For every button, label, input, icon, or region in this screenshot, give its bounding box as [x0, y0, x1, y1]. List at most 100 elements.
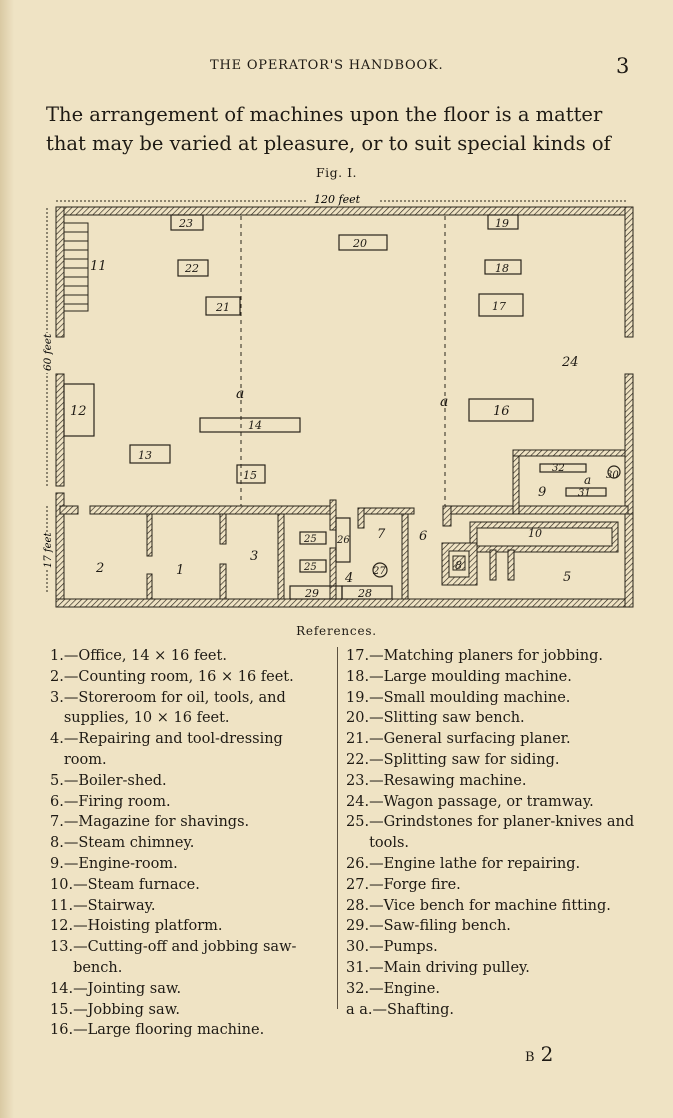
- plan-number: 29: [304, 587, 319, 600]
- references-left-column: 1.—Office, 14 × 16 feet.2.—Counting room…: [50, 646, 326, 1041]
- reference-text: —Engine-room.: [63, 855, 178, 872]
- reference-text: —Splitting saw for siding.: [369, 751, 560, 768]
- reference-item: 24.—Wagon passage, or tramway.: [346, 792, 636, 813]
- reference-number: 18.: [346, 668, 370, 685]
- reference-item: 21.—General surfacing planer.: [346, 729, 636, 750]
- reference-item: 8.—Steam chimney.: [50, 833, 326, 854]
- reference-item: 4.—Repairing and tool-dressing room.: [50, 729, 326, 771]
- shafting-label: a: [236, 386, 244, 402]
- running-head: THE OPERATOR'S HANDBOOK. 3: [0, 54, 673, 78]
- plan-number: 15: [243, 469, 257, 482]
- reference-number: 29.: [346, 918, 370, 935]
- reference-item: 25.—Grindstones for planer-knives and to…: [346, 812, 636, 854]
- stairway: [63, 222, 89, 312]
- figure-caption: Fig. I.: [315, 165, 358, 180]
- shafting-label: a: [440, 394, 448, 410]
- reference-item: 23.—Resawing machine.: [346, 771, 636, 792]
- reference-number: 21.: [346, 731, 370, 748]
- plan-number: 4: [344, 571, 353, 586]
- intro-line: The arrangement of machines upon the flo…: [46, 103, 603, 126]
- reference-text: —Main driving pulley.: [369, 959, 530, 976]
- reference-item: 6.—Firing room.: [50, 792, 326, 813]
- plan-number: 8: [455, 559, 462, 572]
- reference-number: 26.: [346, 855, 370, 872]
- intro-paragraph: The arrangement of machines upon the flo…: [46, 100, 638, 158]
- reference-number: 16.: [50, 1022, 74, 1039]
- reference-item: 26.—Engine lathe for repairing.: [346, 854, 636, 875]
- reference-text: —General surfacing planer.: [369, 731, 571, 748]
- reference-number: 20.: [346, 710, 370, 727]
- plan-number: 6: [419, 529, 427, 544]
- column-divider: [337, 647, 338, 1009]
- pumps-mark: [607, 465, 621, 479]
- reference-item: 32.—Engine.: [346, 979, 636, 1000]
- plan-number: 13: [138, 449, 152, 462]
- reference-item: 20.—Slitting saw bench.: [346, 708, 636, 729]
- reference-text: —Small moulding machine.: [369, 689, 571, 706]
- reference-text: —Matching planers for jobbing.: [369, 648, 603, 664]
- reference-number: 14.: [50, 980, 74, 997]
- reference-item: 28.—Vice bench for machine fitting.: [346, 896, 636, 917]
- plan-number: 7: [377, 527, 386, 542]
- reference-item: 31.—Main driving pulley.: [346, 958, 636, 979]
- reference-text: —Pumps.: [369, 939, 438, 956]
- reference-item: 14.—Jointing saw.: [50, 979, 326, 1000]
- height-dimension-label: 60 feet: [42, 333, 54, 371]
- plan-number: 10: [528, 527, 542, 540]
- reference-number: 28.: [346, 897, 370, 914]
- reference-text: —Saw-filing bench.: [369, 918, 511, 935]
- plan-number: 12: [70, 404, 87, 419]
- running-title: THE OPERATOR'S HANDBOOK.: [210, 58, 444, 73]
- page-number: 3: [616, 54, 630, 78]
- plan-number: 19: [495, 217, 509, 230]
- reference-number: 19.: [346, 689, 370, 706]
- reference-number: 8.: [50, 835, 64, 852]
- reference-number: 17.: [346, 648, 370, 664]
- plan-number: 14: [248, 419, 262, 432]
- reference-text: —Engine lathe for repairing.: [369, 855, 581, 872]
- reference-item: 13.—Cutting-off and jobbing saw-bench.: [50, 937, 326, 979]
- reference-item: 29.—Saw-filing bench.: [346, 916, 636, 937]
- floor-plan-figure: 120 feet 60 feet 17 feet: [40, 191, 634, 608]
- reference-text: —Steam furnace.: [73, 876, 200, 893]
- reference-item: 9.—Engine-room.: [50, 854, 326, 875]
- plan-number: 21: [215, 301, 230, 314]
- reference-number: 23.: [346, 772, 370, 789]
- reference-item: 17.—Matching planers for jobbing.: [346, 646, 636, 667]
- reference-item: 22.—Splitting saw for siding.: [346, 750, 636, 771]
- reference-number: 5.: [50, 772, 64, 789]
- references-heading: References.: [296, 624, 377, 638]
- plan-number: 31: [578, 488, 591, 499]
- reference-number: 12.: [50, 918, 74, 935]
- reference-number: 15.: [50, 1001, 74, 1018]
- reference-text: —Large flooring machine.: [73, 1022, 265, 1039]
- width-dimension-label: 120 feet: [314, 193, 361, 206]
- reference-text: —Hoisting platform.: [73, 918, 223, 935]
- reference-item: a a.—Shafting.: [346, 1000, 636, 1021]
- plan-number: 2: [95, 561, 104, 576]
- reference-text: —Wagon passage, or tramway.: [369, 793, 594, 810]
- reference-text: —Repairing and tool-dressing room.: [63, 731, 283, 768]
- reference-number: 27.: [346, 876, 370, 893]
- plan-number: 16: [493, 404, 510, 419]
- reference-text: —Shafting.: [372, 1001, 454, 1018]
- plan-number: 17: [492, 300, 506, 313]
- reference-number: 13.: [50, 939, 74, 956]
- reference-number: a a.: [346, 1001, 373, 1018]
- reference-number: 22.: [346, 751, 370, 768]
- shafting-label: a: [584, 473, 591, 487]
- plan-number: 25: [303, 534, 317, 545]
- reference-text: —Vice bench for machine fitting.: [369, 897, 611, 914]
- plan-number: 20: [352, 237, 367, 250]
- reference-number: 9.: [50, 855, 64, 872]
- reference-text: —Storeroom for oil, tools, and supplies,…: [63, 689, 286, 727]
- plan-number: 1: [176, 563, 184, 578]
- reference-item: 3.—Storeroom for oil, tools, and supplie…: [50, 688, 326, 730]
- reference-item: 2.—Counting room, 16 × 16 feet.: [50, 667, 326, 688]
- reference-text: —Steam chimney.: [63, 835, 195, 852]
- plan-number: 9: [538, 485, 546, 500]
- reference-text: —Large moulding machine.: [369, 668, 572, 685]
- reference-text: —Stairway.: [73, 897, 156, 914]
